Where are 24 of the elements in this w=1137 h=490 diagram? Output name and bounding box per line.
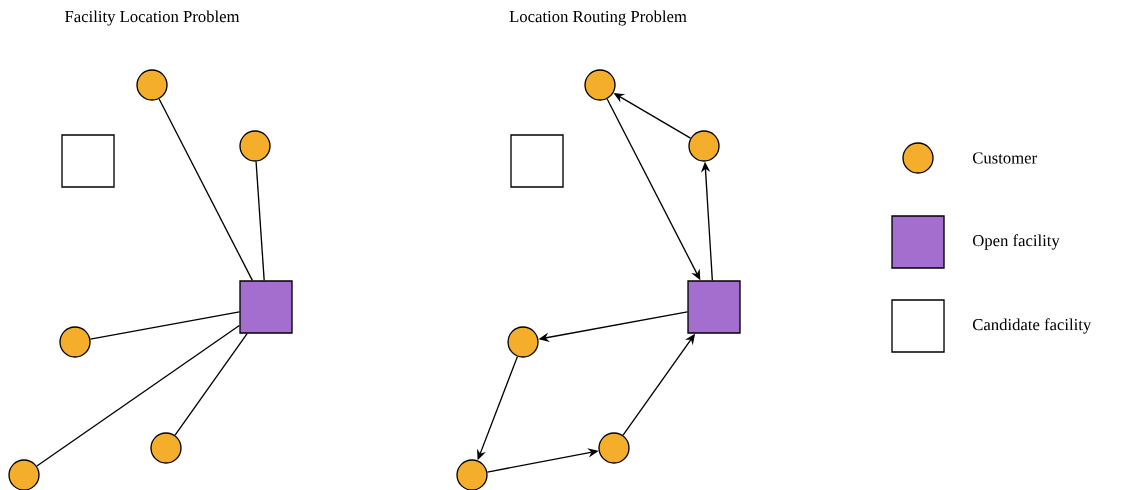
customer-circle [136,69,168,101]
legend-label: Candidate facility [972,318,1092,334]
candidate-facility-square [61,134,115,188]
customer-circle [150,432,182,464]
connector-line [36,324,240,467]
customer-circle [59,326,91,358]
connector-line [158,98,253,281]
customer-circle [598,432,630,464]
customer-circle [507,326,539,358]
legend-label: Open facility [972,234,1060,250]
open-facility-square [687,280,741,334]
customer-circle [239,130,271,162]
candidate-facility-square [510,134,564,188]
customer-circle [688,130,720,162]
connector-line [174,333,248,436]
connector-line [255,160,265,281]
panel-title: Facility Location Problem [65,10,240,26]
customer-circle [8,459,40,490]
open-facility-square [239,280,293,334]
panel-title: Location Routing Problem [509,10,687,26]
legend-label: Customer [972,152,1037,164]
customer-circle [584,69,616,101]
customer-circle [456,459,488,490]
connector-line [89,311,240,340]
